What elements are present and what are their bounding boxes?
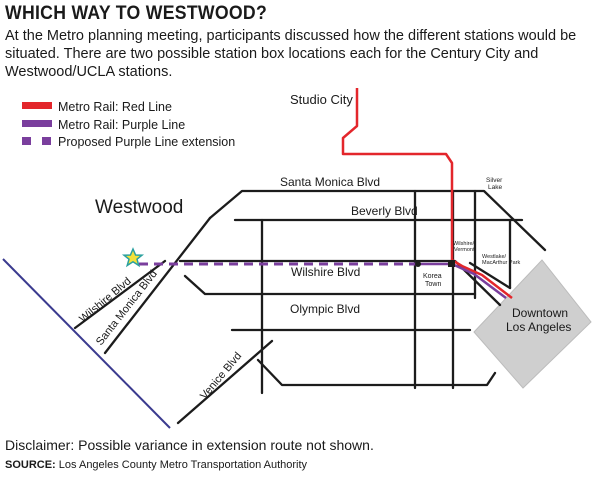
legend-red-label: Metro Rail: Red Line — [58, 100, 172, 114]
label-santa-monica-top: Santa Monica Blvd — [280, 175, 380, 189]
legend-red-swatch — [22, 102, 52, 109]
downtown-area — [473, 259, 592, 389]
legend-extension-swatch-2 — [42, 137, 51, 145]
road-wilshire-lower — [183, 274, 477, 296]
station-wilshire-vermont — [448, 260, 455, 267]
label-korea-town-1: Korea — [423, 273, 442, 280]
intro-text: At the Metro planning meeting, participa… — [5, 28, 577, 80]
label-wilshire-vermont-1: Wilshire/ — [453, 241, 475, 247]
label-venice-diag: Venice Blvd — [198, 350, 244, 402]
label-silver-lake-1: Silver — [486, 177, 503, 184]
westwood-star-icon — [121, 247, 145, 268]
label-westwood: Westwood — [95, 197, 183, 218]
label-beverly: Beverly Blvd — [351, 204, 418, 218]
headline: WHICH WAY TO WESTWOOD? — [5, 3, 268, 24]
label-silver-lake-2: Lake — [488, 184, 502, 191]
disclaimer: Disclaimer: Possible variance in extensi… — [5, 437, 374, 453]
label-westlake-2: MacArthur Park — [482, 260, 520, 266]
road-westlake-diag — [468, 261, 512, 290]
legend-purple-swatch — [22, 120, 52, 127]
station-korea-town — [415, 261, 421, 267]
label-downtown-2: Los Angeles — [506, 320, 571, 334]
source-label: SOURCE: — [5, 459, 56, 471]
label-westlake-1: Westlake/ — [482, 254, 507, 260]
legend-extension-swatch-1 — [22, 137, 31, 145]
metro-map: Metro Rail: Red Line Metro Rail: Purple … — [2, 88, 592, 429]
legend-purple-label: Metro Rail: Purple Line — [58, 118, 185, 132]
source-text: Los Angeles County Metro Transportation … — [58, 459, 308, 471]
road-wilshire-diag — [73, 259, 167, 330]
road-bottom — [256, 358, 497, 387]
road-venice-diag — [176, 339, 274, 425]
label-wilshire: Wilshire Blvd — [291, 265, 360, 279]
legend-extension-label: Proposed Purple Line extension — [58, 135, 235, 149]
source-line: SOURCE: Los Angeles County Metro Transpo… — [5, 459, 307, 471]
legend: Metro Rail: Red Line Metro Rail: Purple … — [22, 100, 235, 149]
label-korea-town-2: Town — [425, 281, 441, 288]
label-olympic: Olympic Blvd — [290, 302, 360, 316]
label-studio-city: Studio City — [290, 92, 353, 107]
label-wilshire-vermont-2: Vermont — [454, 247, 475, 253]
road-santa-monica-diag — [103, 216, 212, 355]
purple-line-route — [418, 262, 507, 299]
coast-road — [2, 258, 171, 429]
red-line-route — [341, 88, 513, 299]
label-downtown-1: Downtown — [512, 306, 568, 320]
